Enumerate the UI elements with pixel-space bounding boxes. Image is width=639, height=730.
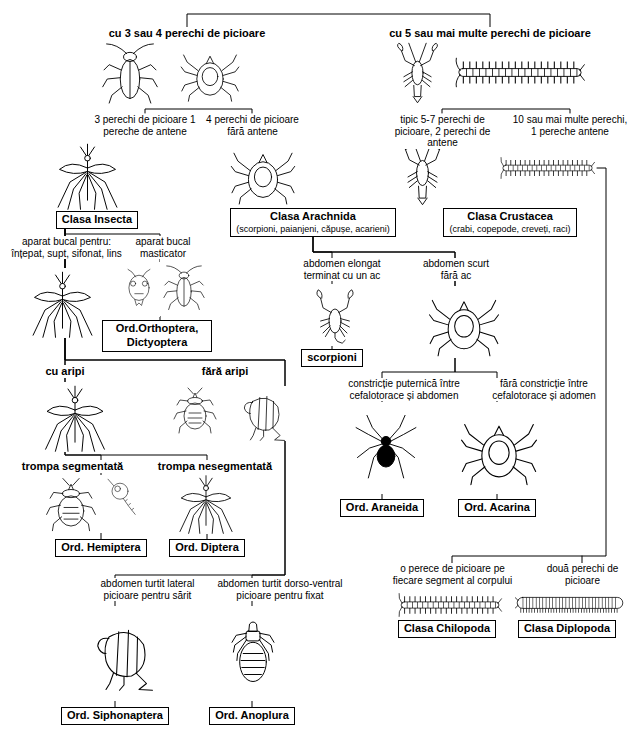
crayfish-picture	[385, 140, 460, 206]
taxon-name: Clasa Insecta	[62, 213, 132, 227]
taxon-box: Ord. Diptera	[169, 539, 245, 557]
key-criterion: o perece de picioare pe fiecare segment …	[384, 563, 521, 586]
cockroach-picture	[160, 258, 208, 316]
bedbug-picture	[170, 384, 220, 436]
tick-picture	[228, 140, 298, 206]
key-criterion: 3 perechi de picioare 1 pereche de anten…	[89, 114, 201, 137]
taxon-name: Ord. Hemiptera	[61, 541, 140, 555]
key-criterion: aparat bucal pentru: înțepat, supt, sifo…	[3, 236, 130, 259]
key-criterion: trompa nesegmentată	[157, 460, 273, 473]
taxon-box: Clasa Diplopoda	[518, 620, 616, 638]
mosquito-picture	[20, 268, 105, 338]
taxon-name: Clasa Crustacea	[449, 210, 570, 224]
bug-picture	[40, 475, 102, 533]
key-criterion: fără aripi	[201, 365, 249, 378]
crayfish-picture	[385, 42, 450, 104]
cockroach-picture	[95, 40, 165, 105]
taxon-name: Ord.Orthoptera, Dictyoptera	[108, 322, 206, 350]
mosquito-picture	[172, 472, 240, 534]
key-criterion: cu 3 sau 4 perechi de picioare	[108, 27, 267, 40]
tick-picture	[428, 286, 500, 358]
louse-picture	[218, 606, 288, 701]
centipede-picture	[395, 592, 505, 618]
mosquito-picture	[50, 140, 125, 210]
mosquito-picture	[35, 382, 115, 452]
key-criterion: abdomen turtit dorso-ventral picioare pe…	[204, 578, 356, 601]
taxon-name: Ord. Araneida	[346, 501, 418, 515]
key-criterion: aparat bucal masticator	[127, 236, 199, 259]
key-criterion: 4 perechi de picioare fără antene	[199, 114, 306, 137]
taxon-box: Ord.Orthoptera, Dictyoptera	[102, 320, 212, 352]
flea-picture	[235, 386, 290, 441]
taxon-name: Clasa Arachnida	[236, 210, 390, 224]
taxon-box: Ord. Anoplura	[209, 707, 295, 725]
centipede-picture	[455, 55, 585, 90]
beak-head-picture	[104, 474, 144, 518]
taxon-name: scorpioni	[307, 351, 357, 365]
key-criterion: cu aripi	[44, 365, 85, 378]
scorpion-picture	[305, 284, 365, 346]
key-criterion: trompa segmentată	[21, 460, 124, 473]
taxon-examples: (crabi, copepode, creveți, raci)	[449, 224, 570, 235]
taxon-box: Ord. Acarina	[458, 499, 536, 517]
taxon-box: Clasa Crustacea(crabi, copepode, creveți…	[443, 208, 576, 237]
key-criterion: 10 sau mai multe perechi, 1 pereche ante…	[509, 114, 631, 137]
key-criterion: tipic 5-7 perechi de picioare, 2 perechi…	[379, 114, 506, 149]
cricket-head-picture	[118, 262, 160, 317]
taxon-examples: (scorpioni, paianjeni, căpușe, acarieni)	[236, 224, 390, 235]
key-criterion: constricție puternică între cefalotorace…	[329, 378, 479, 401]
taxon-box: scorpioni	[301, 349, 363, 367]
taxon-box: Ord. Siphonaptera	[61, 707, 169, 725]
key-criterion: cu 5 sau mai multe perechi de picioare	[388, 27, 592, 40]
taxon-name: Ord. Acarina	[464, 501, 530, 515]
taxon-name: Ord. Diptera	[175, 541, 239, 555]
key-bracket	[187, 14, 490, 27]
taxon-box: Clasa Insecta	[56, 211, 138, 229]
key-criterion: abdomen scurt fără ac	[419, 258, 493, 281]
tick-picture	[460, 402, 538, 494]
tick-picture	[180, 42, 240, 104]
key-bracket	[442, 109, 570, 113]
key-criterion: fără constricție între cefalotorace și a…	[485, 378, 603, 401]
taxon-box: Clasa Arachnida(scorpioni, paianjeni, că…	[230, 208, 396, 237]
millipede-picture	[515, 592, 625, 616]
spider-picture	[352, 402, 420, 494]
key-criterion: abdomen turtit lateral picioare pentru s…	[84, 578, 211, 601]
taxon-box: Ord. Hemiptera	[55, 539, 146, 557]
taxon-box: Clasa Chilopoda	[398, 620, 496, 638]
taxon-name: Ord. Siphonaptera	[67, 709, 163, 723]
key-criterion: abdomen elongat terminat cu un ac	[295, 258, 389, 281]
taxon-name: Clasa Chilopoda	[404, 622, 490, 636]
key-criterion: două perechi de picioare	[529, 563, 636, 586]
key-bracket	[145, 109, 252, 113]
taxon-name: Ord. Anoplura	[215, 709, 289, 723]
taxon-name: Clasa Diplopoda	[524, 622, 610, 636]
centipede-picture	[500, 148, 595, 188]
flea-picture	[85, 606, 160, 701]
taxon-box: Ord. Araneida	[340, 499, 424, 517]
